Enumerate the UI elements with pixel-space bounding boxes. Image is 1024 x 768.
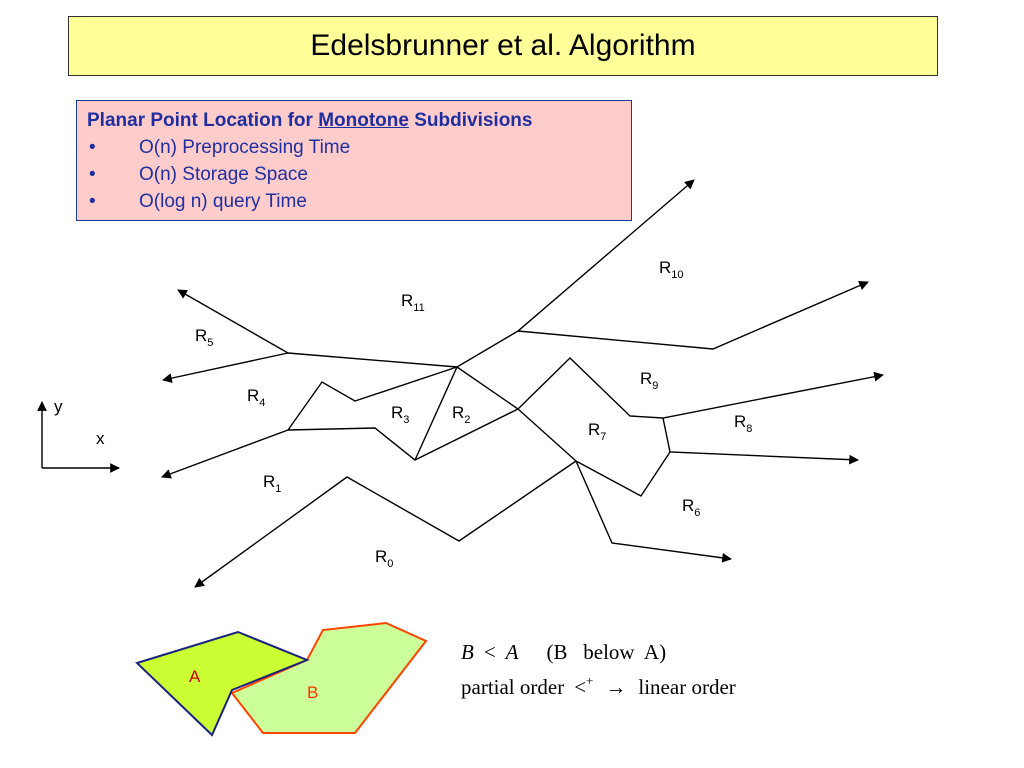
bullet-symbol: • (89, 164, 96, 185)
polygon-a-shape (135, 630, 310, 737)
formula-line-2: partial order<+→linear order (461, 673, 736, 699)
bullet-text: O(n) Storage Space (139, 164, 308, 185)
bullet-item: • O(n) Storage Space (87, 161, 621, 188)
heading-emph: Monotone (318, 110, 409, 131)
bullet-item: • O(n) Preprocessing Time (87, 134, 621, 161)
bullet-text: O(n) Preprocessing Time (139, 137, 351, 158)
y-axis-label: y (54, 397, 63, 416)
polygon-b: B (230, 621, 428, 734)
formula-line-1: B<A(B below A) (461, 640, 666, 664)
info-box: Planar Point Location for Monotone Subdi… (76, 100, 632, 221)
region-label-r10: R10 (659, 258, 684, 281)
region-label-r6: R6 (682, 496, 700, 519)
edge (517, 357, 884, 419)
title-box: Edelsbrunner et al. Algorithm (68, 16, 938, 76)
info-heading: Planar Point Location for Monotone Subdi… (87, 107, 621, 134)
region-label-r2: R2 (452, 403, 470, 426)
bullet-text: O(log n) query Time (139, 191, 307, 212)
region-label-r9: R9 (640, 369, 658, 392)
edge (662, 417, 859, 465)
bullet-symbol: • (89, 137, 96, 158)
region-label-r4: R4 (247, 386, 265, 409)
edge (517, 281, 869, 350)
polygon-a: A (135, 630, 310, 737)
edge (161, 429, 289, 479)
bullet-symbol: • (89, 191, 96, 212)
region-label-r7: R7 (588, 420, 606, 443)
polygon-b-shape (230, 621, 428, 734)
page-title: Edelsbrunner et al. Algorithm (310, 29, 696, 62)
polygon-a-label: A (189, 667, 201, 686)
region-label-r5: R5 (195, 326, 213, 349)
edge (287, 366, 458, 431)
region-label-r0: R0 (375, 547, 393, 570)
region-label-r3: R3 (391, 403, 409, 426)
region-labels: R0 R1 R2 R3 R4 R5 R6 R7 R8 R9 R10 R11 (195, 258, 752, 570)
x-axis-label: x (96, 429, 105, 448)
edge (162, 352, 289, 383)
region-label-r1: R1 (263, 472, 281, 495)
edge (456, 366, 577, 462)
edge (177, 289, 289, 354)
polygon-b-label: B (307, 683, 318, 702)
axes-indicator: y x (37, 397, 120, 473)
formula-block: B<A(B below A) partial order<+→linear or… (461, 640, 736, 699)
edge (194, 460, 577, 588)
heading-post: Subdivisions (408, 110, 533, 131)
subdivision-edges (161, 179, 884, 588)
edge (287, 352, 458, 368)
edge (575, 451, 671, 497)
edge (287, 408, 519, 461)
edge (414, 366, 458, 461)
edge (575, 460, 732, 563)
region-label-r8: R8 (734, 412, 752, 435)
bullet-item: • O(log n) query Time (87, 188, 621, 215)
heading-pre: Planar Point Location for (87, 110, 319, 131)
region-label-r11: R11 (401, 291, 425, 314)
